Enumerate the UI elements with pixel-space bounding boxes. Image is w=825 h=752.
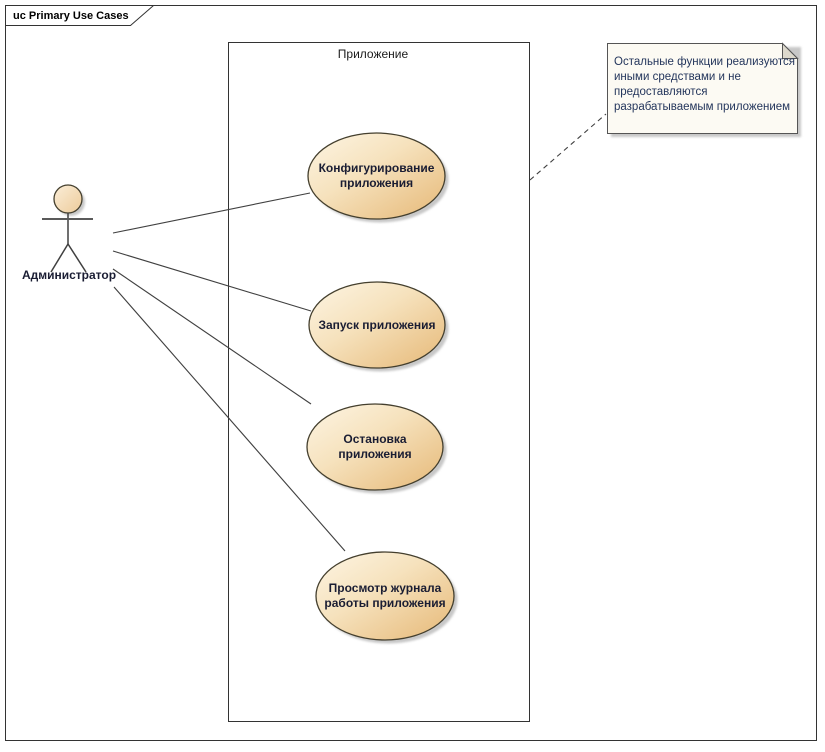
usecase-start-ellipse[interactable] bbox=[308, 281, 446, 369]
usecase-stop-label: Остановка приложения bbox=[307, 404, 443, 490]
usecase-stop-line2: приложения bbox=[338, 447, 412, 461]
note-shape[interactable] bbox=[607, 43, 798, 134]
usecase-configure-ellipse[interactable] bbox=[307, 132, 446, 220]
usecase-start-label: Запуск приложения bbox=[309, 282, 445, 368]
usecase-viewlog-ellipse[interactable] bbox=[315, 551, 455, 641]
note-text-line2: иными средствами и не bbox=[614, 71, 741, 83]
actor-leg-left bbox=[50, 243, 69, 273]
actor-administrator-label: Администратор bbox=[21, 268, 117, 282]
usecase-stop-ellipse[interactable] bbox=[306, 403, 444, 491]
association-admin-stop[interactable] bbox=[112, 268, 312, 405]
note-fold-corner-icon bbox=[782, 42, 799, 59]
usecase-configure[interactable] bbox=[307, 132, 449, 223]
usecase-viewlog-line1: Просмотр журнала bbox=[328, 581, 442, 595]
usecase-start[interactable] bbox=[308, 281, 449, 372]
usecase-viewlog[interactable] bbox=[315, 551, 458, 644]
usecase-start-line1: Запуск приложения bbox=[318, 317, 436, 332]
actor-head bbox=[53, 184, 83, 214]
usecase-stop-line1: Остановка bbox=[343, 432, 407, 446]
association-admin-start[interactable] bbox=[112, 250, 312, 312]
note-link-dashed-line[interactable] bbox=[529, 113, 607, 181]
note[interactable] bbox=[607, 42, 802, 138]
usecase-viewlog-line2: работы приложения bbox=[324, 596, 446, 610]
usecase-configure-label: Конфигурирование приложения bbox=[308, 133, 445, 219]
usecase-configure-line1: Конфигурирование bbox=[318, 161, 435, 175]
usecase-viewlog-label: Просмотр журнала работы приложения bbox=[316, 552, 454, 640]
note-text-line4: разрабатываемым приложением bbox=[614, 101, 791, 113]
frame-title: uc Primary Use Cases bbox=[13, 10, 129, 22]
frame-tab bbox=[5, 5, 155, 26]
usecase-stop[interactable] bbox=[306, 403, 447, 494]
note-text: Остальные функции реализуются иными сред… bbox=[614, 55, 796, 115]
note-text-line1: Остальные функции реализуются bbox=[614, 56, 795, 68]
usecase-configure-line2: приложения bbox=[339, 176, 414, 190]
note-text-line3: предоставляются bbox=[614, 86, 708, 98]
system-boundary-label: Приложение bbox=[337, 47, 409, 61]
actor-administrator[interactable] bbox=[42, 184, 93, 273]
association-admin-configure[interactable] bbox=[112, 192, 311, 234]
association-admin-viewlog[interactable] bbox=[113, 286, 346, 552]
actor-leg-right bbox=[67, 243, 87, 273]
